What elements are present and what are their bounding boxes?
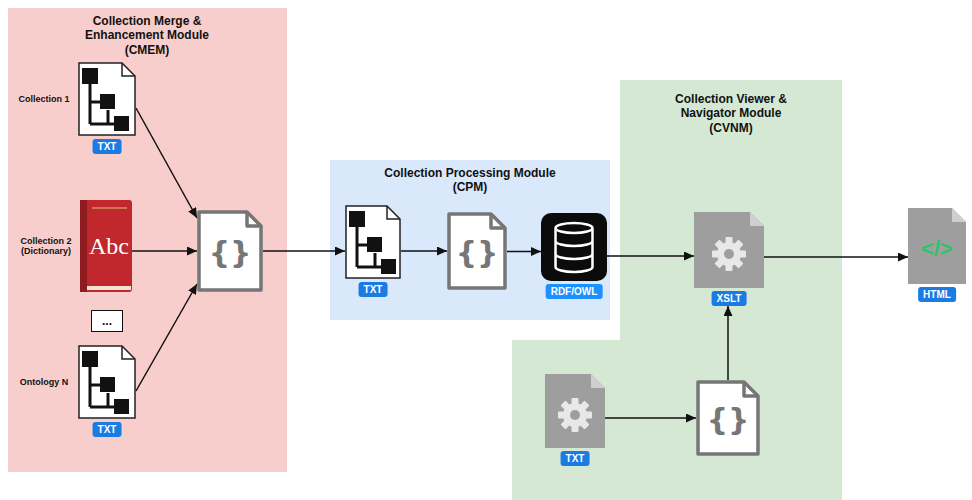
document-fold [744,382,758,396]
tree-branch [90,123,114,126]
collection-label: Ontology N [16,377,72,387]
database-tile [541,213,607,281]
rdf-database-icon: RDF/OWL [541,213,607,299]
document-fold [591,374,605,388]
database-cylinder [556,223,593,272]
file-type-badge: HTML [918,287,956,302]
flow-arrow [401,250,447,252]
tree-branch [89,84,92,124]
collection-label: Collection 2 (Dictionary) [18,236,74,257]
html-file-icon: </> HTML [908,208,966,302]
file-type-badge: XSLT [712,291,747,306]
file-type-badge: TXT [93,422,122,437]
document-outline [79,63,135,135]
gear-glyph [558,398,592,432]
module-panel: Collection Processing Module (CPM) TXT {} R… [330,160,610,320]
tree-node-square [82,68,98,84]
tree-branch [357,266,381,269]
gear-wheel [717,242,741,266]
config-file-icon: TXT [545,374,605,466]
ellipsis-box: ... [91,310,123,332]
document-fold [750,212,764,226]
document-outline [346,206,400,278]
tree-branch [374,253,377,267]
flow-arrow [727,306,729,380]
tree-branch [90,101,100,104]
tree-branch [90,406,114,409]
flow-arrow [263,250,345,252]
file-type-badge: TXT [561,451,590,466]
book-cover [80,200,132,292]
json-file-icon: {} [197,210,263,292]
tree-branch [107,110,110,124]
tree-node-square [100,377,115,392]
panel-background [330,160,610,320]
module-title: Collection Processing Module (CPM) [370,166,570,195]
module-title: Collection Viewer & Navigator Module (CV… [673,92,789,135]
tree-node-square [114,116,129,131]
tree-branch [90,384,100,387]
tree-node-square [100,94,115,109]
ellipsis-text: ... [92,311,122,331]
json-file-icon: {} [447,212,507,290]
document-fold [952,208,966,222]
book-spine [80,200,87,292]
gear-hole [570,410,580,420]
tree-branch [89,367,92,407]
book-gilt-line [92,208,127,209]
tree-branch [107,393,110,407]
document-fold [122,346,135,359]
document-fold [247,212,261,226]
json-symbol: {} [447,238,507,268]
module-title: Collection Merge & Enhancement Module (C… [82,14,212,57]
text-file-icon: Ontology NTXT [78,345,136,437]
module-panel: Collection Merge & Enhancement Module (C… [8,8,287,472]
tree-node-square [114,399,129,414]
collection-label: Collection 1 [16,94,72,104]
json-symbol: {} [696,405,760,435]
tree-glyph [349,211,396,274]
file-type-badge: TXT [93,139,122,154]
text-file-icon: TXT [345,205,401,297]
config-file-icon: XSLT [694,212,764,306]
document-fold [122,63,135,76]
document-body [694,212,764,288]
document-body [545,374,605,448]
json-symbol: {} [197,238,263,268]
file-type-badge: RDF/OWL [546,284,603,299]
flow-arrow [607,255,694,257]
dictionary-book: Collection 2 (Dictionary)Abc [80,200,132,292]
flow-arrow [507,251,541,253]
gear-wheel [563,403,587,427]
html-symbol: </> [908,238,966,260]
document-fold [387,206,400,219]
panel-background [512,80,842,500]
flow-arrow [605,417,696,419]
tree-glyph [82,351,129,414]
flow-arrow [764,256,908,258]
gear-glyph [712,237,746,271]
tree-node-square [349,211,365,227]
document-body [908,208,966,284]
gear-hole [724,249,734,259]
flow-arrow [132,250,197,252]
tree-node-square [381,259,396,274]
tree-node-square [82,351,98,367]
json-file-icon: {} [696,380,760,456]
document-outline [79,346,135,418]
tree-branch [356,227,359,267]
panel-background [8,8,287,472]
file-type-badge: TXT [359,282,388,297]
tree-branch [357,244,367,247]
document-fold [491,214,505,228]
book-pages [87,286,131,290]
book-cover-text: Abc [86,234,132,258]
tree-node-square [367,237,382,252]
text-file-icon: Collection 1TXT [78,62,136,154]
tree-glyph [82,68,129,131]
